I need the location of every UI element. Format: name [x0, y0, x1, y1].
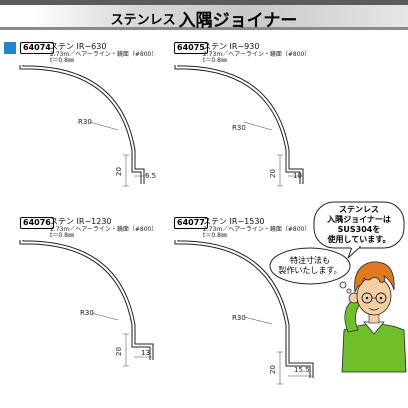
product-desc-64077: 2.73m／ヘアーライン・鏡面（#800）	[203, 226, 311, 233]
section-marker	[4, 42, 16, 54]
dimension-lines-64076	[91, 312, 152, 367]
radius-label-64076: R30	[80, 309, 94, 317]
dimension-lines-64077	[243, 316, 313, 385]
product-code-64074: 64074	[20, 42, 54, 54]
product-thickness-64075: t＝0.8㎜	[203, 57, 227, 64]
product-name-64076: ステン IR−1230	[50, 217, 112, 226]
height-label-64075: 20	[269, 169, 277, 178]
radius-label-64077: R30	[232, 314, 246, 322]
height-label-64074: 20	[115, 167, 123, 176]
dimension-lines-64074	[89, 121, 144, 187]
product-desc-64075: 2.73m／ヘアーライン・鏡面（#800）	[203, 51, 311, 58]
product-thickness-64076: t＝0.8㎜	[50, 232, 74, 239]
header-stripe-bottom	[0, 27, 408, 30]
radius-label-64074: R30	[78, 118, 92, 126]
width-label-64076: 13	[141, 349, 150, 357]
product-code-64076: 64076	[20, 217, 54, 229]
product-thickness-64074: t＝0.8㎜	[50, 57, 74, 64]
speech-bubble	[313, 201, 405, 259]
profile-64075	[174, 65, 304, 184]
width-label-64075: 10	[293, 172, 302, 180]
page-title: ステンレス入隅ジョイナー	[0, 6, 408, 31]
width-label-64074: 6.5	[145, 172, 156, 180]
height-label-64077: 20	[269, 365, 277, 374]
speech-line-2: 入隅ジョイナーは	[327, 215, 391, 224]
speech-line-3: SUS304を	[337, 225, 381, 234]
width-label-64077: 15.5	[294, 366, 310, 374]
product-name-64075: ステン IR−930	[203, 42, 260, 51]
speech-line-4: 使用しています。	[327, 235, 391, 244]
profile-64076	[19, 240, 154, 360]
header-bar	[0, 0, 408, 30]
profile-64077	[174, 240, 314, 378]
product-desc-64074: 2.73m／ヘアーライン・鏡面（#800）	[50, 51, 158, 58]
title-small: ステンレス	[110, 13, 176, 28]
product-thickness-64077: t＝0.8㎜	[203, 232, 227, 239]
speech-line-1: ステンレス	[339, 205, 379, 214]
thought-bubble	[269, 247, 352, 294]
product-desc-64076: 2.73m／ヘアーライン・鏡面（#800）	[50, 226, 158, 233]
thought-line-2: 製作いたします。	[278, 266, 342, 275]
thought-line-1: 特注寸法も	[290, 256, 330, 265]
dimension-lines-64075	[243, 121, 303, 187]
profile-64074	[19, 65, 145, 184]
title-big: 入隅ジョイナー	[178, 11, 298, 31]
product-code-64077: 64077	[174, 217, 208, 229]
radius-label-64075: R30	[232, 124, 246, 132]
thought-bubble-text: 特注寸法も 製作いたします。	[272, 256, 348, 276]
product-code-64075: 64075	[174, 42, 208, 54]
mascot-character	[341, 261, 407, 373]
height-label-64076: 20	[115, 347, 123, 356]
speech-bubble-text: ステンレス 入隅ジョイナーは SUS304を 使用しています。	[316, 205, 402, 245]
header-stripe-top	[0, 0, 408, 5]
product-name-64074: ステン IR−630	[50, 42, 107, 51]
product-name-64077: ステン IR−1530	[203, 217, 265, 226]
